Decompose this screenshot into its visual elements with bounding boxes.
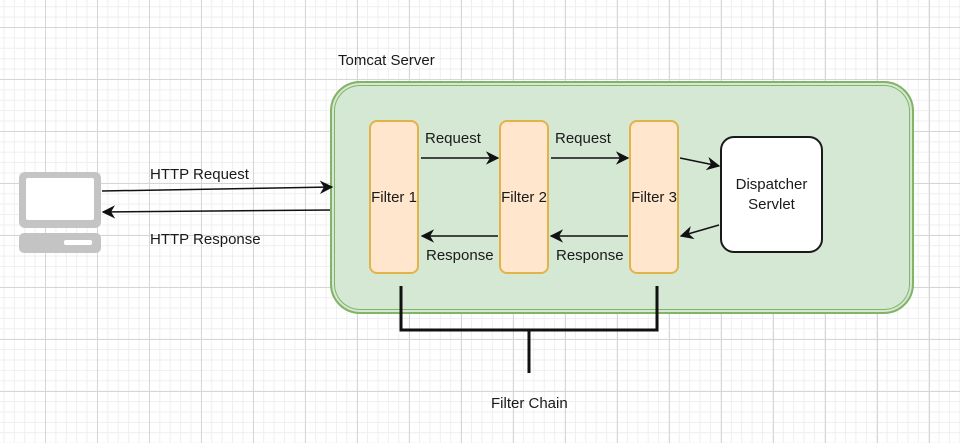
- dispatcher-servlet[interactable]: Dispatcher Servlet: [720, 136, 823, 253]
- filter-2[interactable]: Filter 2: [499, 120, 549, 274]
- filter-2-label: Filter 2: [501, 188, 547, 206]
- dispatcher-servlet-line1: Dispatcher: [735, 175, 808, 193]
- response-label-1: Response: [426, 247, 494, 264]
- filter-3-label: Filter 3: [631, 188, 677, 206]
- request-label-2: Request: [555, 130, 611, 147]
- filter-chain-label: Filter Chain: [491, 395, 568, 412]
- dispatcher-servlet-line2: Servlet: [748, 195, 795, 213]
- request-label-1: Request: [425, 130, 481, 147]
- response-arrow-3: [679, 224, 720, 240]
- filter-3[interactable]: Filter 3: [629, 120, 679, 274]
- filter-1[interactable]: Filter 1: [369, 120, 419, 274]
- request-arrow-3: [679, 156, 721, 171]
- tomcat-server-title: Tomcat Server: [338, 52, 435, 69]
- http-request-arrow: [101, 180, 334, 194]
- response-label-2: Response: [556, 247, 624, 264]
- filter-chain-bracket: [399, 286, 659, 373]
- http-request-label: HTTP Request: [150, 166, 249, 183]
- desktop-computer-icon: [19, 172, 101, 253]
- filter-1-label: Filter 1: [371, 188, 417, 206]
- http-response-arrow: [101, 205, 331, 219]
- http-response-label: HTTP Response: [150, 231, 261, 248]
